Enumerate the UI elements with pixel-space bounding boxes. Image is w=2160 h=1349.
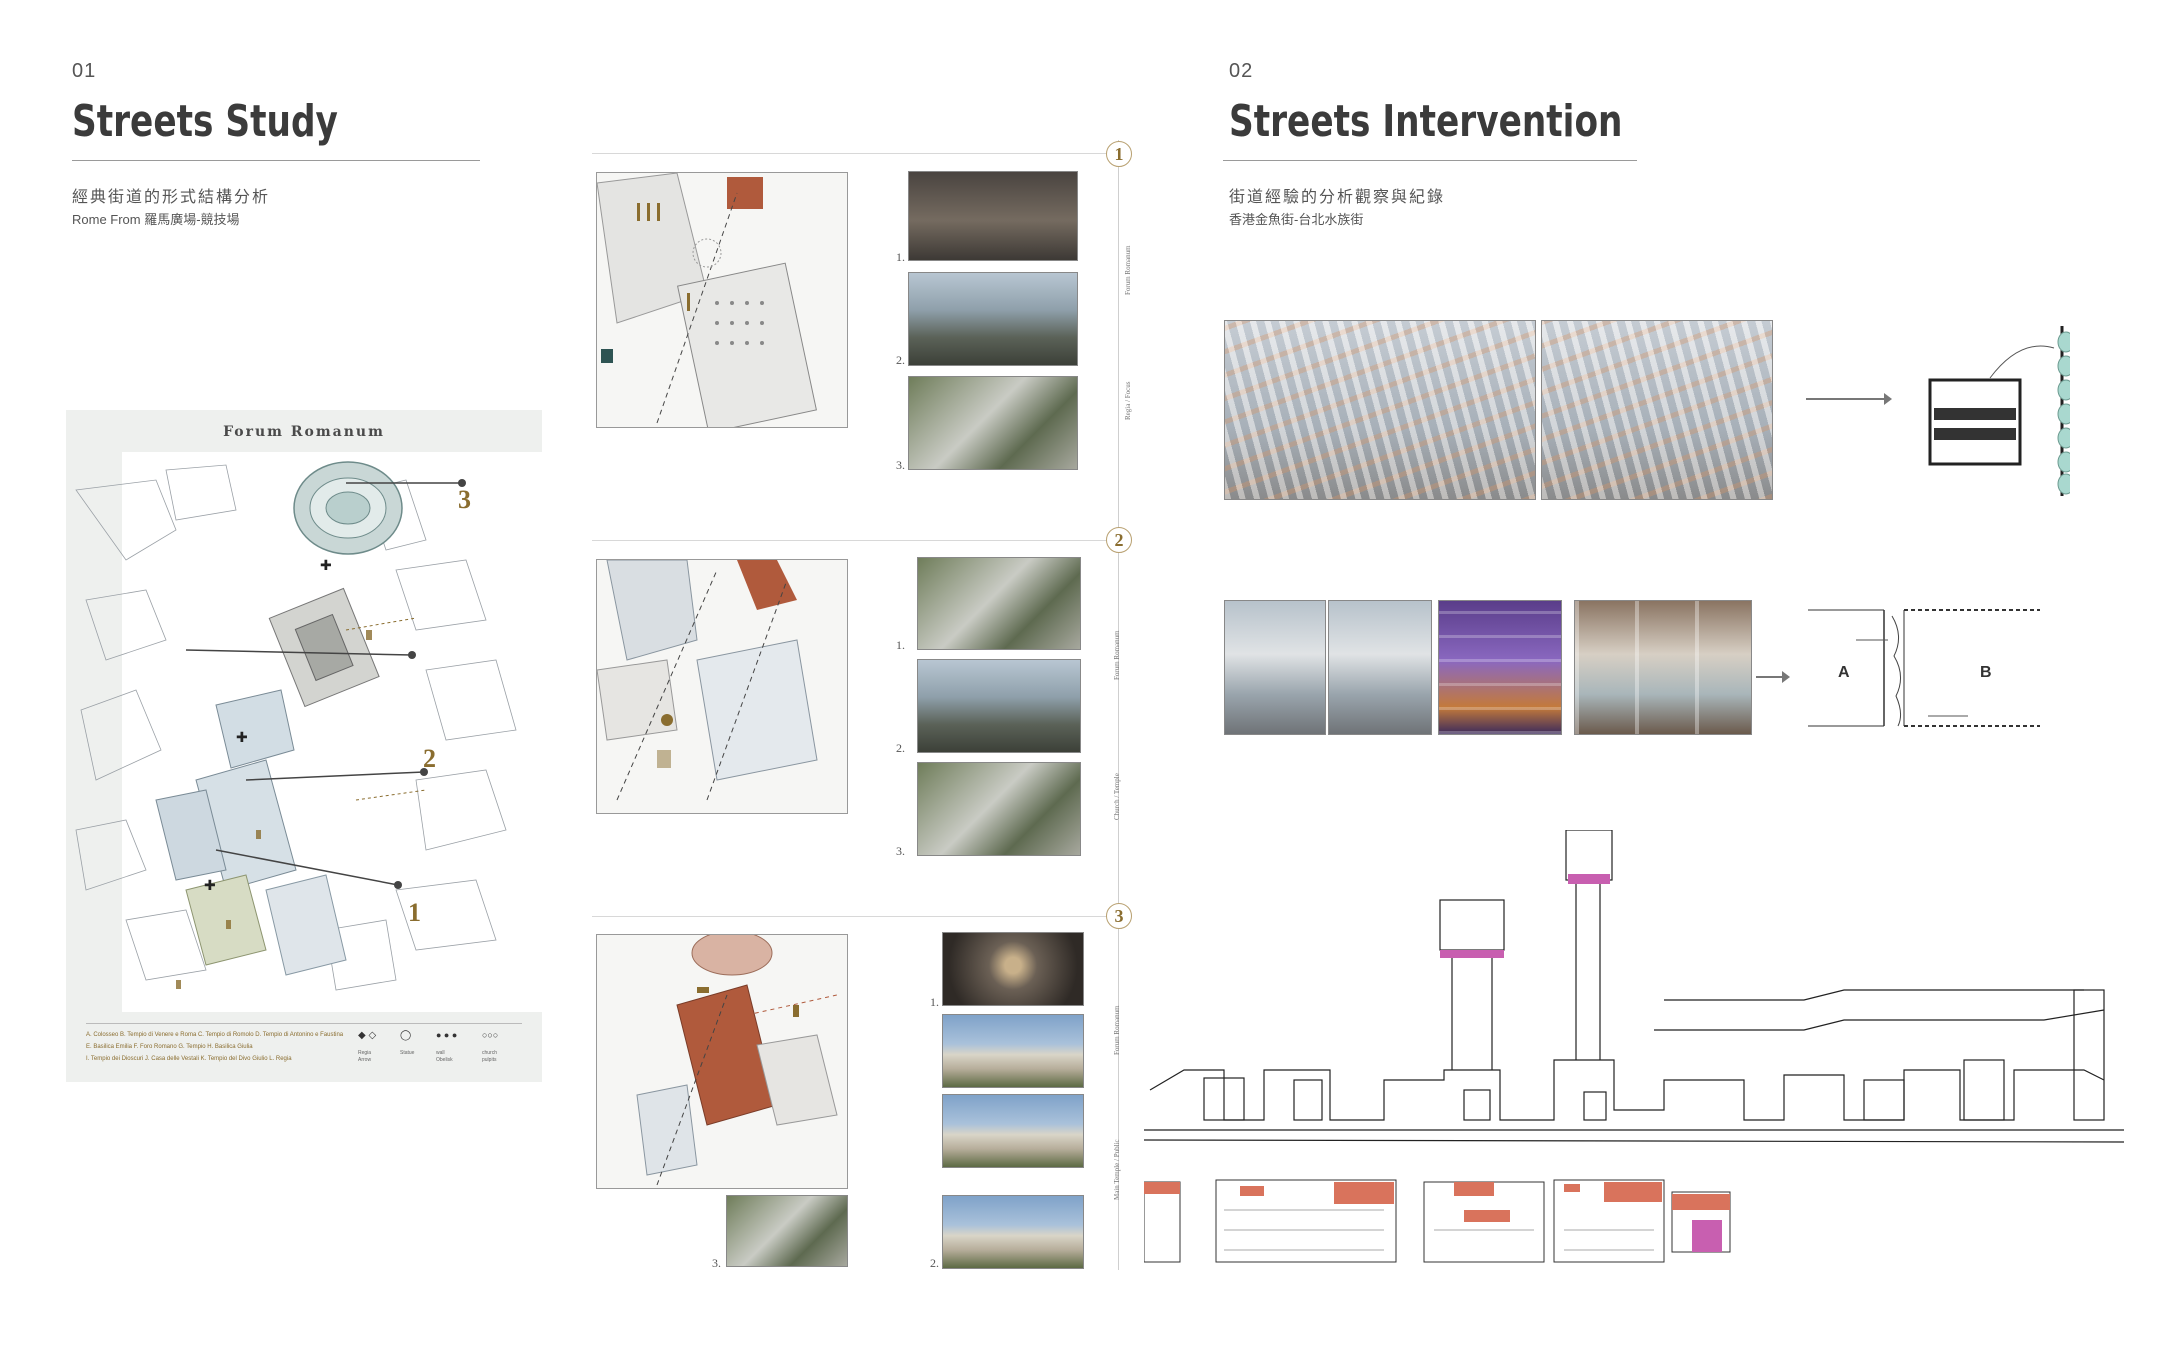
legend-key-wall: wall [436, 1050, 445, 1056]
section-2-photo-1 [917, 557, 1081, 650]
section-marker-2: 2 [1106, 527, 1132, 553]
side-label-1b: Regia / Focus [1124, 381, 1132, 421]
diagram-label-b: B [1980, 664, 1992, 681]
section-rule-3 [592, 916, 1112, 917]
subtitle-en-left: Rome From 羅馬廣場-競技場 [72, 212, 240, 227]
forum-romanum-map: Forum Romanum [66, 410, 542, 1082]
section-3-plan [596, 934, 848, 1189]
side-label-3a: Forum Romanum [1113, 1005, 1121, 1055]
legend-key-pulpits: pulpits [482, 1057, 497, 1063]
subtitle-zh-left: 經典街道的形式結構分析 [72, 189, 271, 206]
legend-key-regia: Regia [358, 1050, 372, 1056]
section-2-photo-3 [917, 762, 1081, 856]
section-2-caption-1: 1. [896, 638, 905, 652]
section-1-photo-2 [908, 272, 1078, 366]
legend-line-2: E. Basilica Emilia F. Foro Romano G. Tem… [86, 1044, 253, 1050]
side-label-3b: Main Temple / Public [1113, 1139, 1121, 1200]
circle-key-icon: ◯ [400, 1030, 412, 1041]
section-2-photo-2 [917, 659, 1081, 753]
section-3-caption-4: 2. [930, 1256, 939, 1270]
legend-key-arrow: Arrow [358, 1057, 372, 1063]
arrow-head-icon-row-2 [1782, 671, 1790, 683]
section-number-right: 02 [1229, 60, 1254, 82]
diamond-key-icon: ◆ ◇ [358, 1030, 377, 1041]
map-marker-2: 2 [423, 744, 436, 773]
legend-key-statue: Statue [400, 1050, 415, 1056]
forum-map-drawing: ✚ ✚ ✚ [66, 450, 542, 1020]
section-2-plan-drawing [597, 560, 818, 801]
section-3-plan-drawing [636, 935, 838, 1186]
column-divider [1118, 140, 1119, 1270]
section-3-caption-5: 3. [712, 1256, 721, 1270]
section-1-caption-2: 2. [896, 353, 905, 367]
aquarium-shop-photo-2 [1328, 600, 1432, 735]
section-1-plan-drawing [597, 173, 817, 427]
side-label-2a: Forum Romanum [1113, 630, 1121, 680]
section-1-plan [596, 172, 848, 428]
goldfish-street-photo-2 [1541, 320, 1773, 500]
section-number-left: 01 [72, 60, 97, 82]
section-3-caption-1: 1. [930, 995, 939, 1009]
section-marker-3: 3 [1106, 903, 1132, 929]
map-title: Forum Romanum [223, 424, 385, 440]
section-3-photo-2 [942, 1014, 1084, 1088]
page-title-right: Streets Intervention [1229, 96, 1623, 147]
diagram-label-a: A [1838, 664, 1850, 681]
arrow-icon-row-1 [1806, 398, 1890, 400]
section-1-caption-3: 3. [896, 458, 905, 472]
section-2-plan [596, 559, 848, 814]
ab-space-diagram [1808, 609, 2040, 727]
side-label-2b: Church / Temple [1113, 773, 1121, 820]
section-1-photo-1 [908, 171, 1078, 261]
map-marker-1: 1 [408, 898, 421, 927]
svg-text:✚: ✚ [236, 730, 248, 746]
section-2-caption-2: 2. [896, 741, 905, 755]
section-3-photo-3 [942, 1094, 1084, 1168]
title-rule-left [72, 160, 480, 161]
legend-key-obelisk: Obelisk [436, 1057, 453, 1063]
map-marker-3: 3 [458, 485, 471, 514]
street-elevation-sketch [1144, 830, 2124, 1263]
title-rule-right [1223, 160, 1637, 161]
legend-key-church: church [482, 1050, 498, 1056]
section-2-caption-3: 3. [896, 844, 905, 858]
section-rule-2 [592, 540, 1112, 541]
section-rule-1 [592, 153, 1112, 154]
arrow-head-icon-row-1 [1884, 393, 1892, 405]
bag-shelf-diagram [1928, 326, 2070, 496]
goldfish-street-photo-1 [1224, 320, 1536, 500]
section-1-caption-1: 1. [896, 250, 905, 264]
legend-line-1: A. Colosseo B. Tempio di Venere e Roma C… [86, 1032, 344, 1038]
svg-text:✚: ✚ [204, 878, 216, 894]
section-3-photo-4 [942, 1195, 1084, 1269]
subtitle-en-right: 香港金魚街-台北水族街 [1229, 212, 1364, 227]
arrow-icon-row-2 [1756, 676, 1784, 678]
legend-line-3: I. Tempio dei Dioscuri J. Casa delle Ves… [86, 1056, 292, 1062]
section-1-photo-3 [908, 376, 1078, 470]
subtitle-zh-right: 街道經驗的分析觀察與紀錄 [1229, 189, 1446, 206]
legend-rule [86, 1023, 522, 1024]
page-title-left: Streets Study [72, 96, 338, 147]
section-marker-1: 1 [1106, 141, 1132, 167]
svg-text:✚: ✚ [320, 558, 332, 574]
dots-key-icon: ● ● ● [436, 1030, 458, 1040]
rings-key-icon: ○○○ [482, 1030, 499, 1040]
section-3-photo-5 [726, 1195, 848, 1267]
aquarium-shop-photo-4 [1574, 600, 1752, 735]
section-3-photo-1 [942, 932, 1084, 1006]
aquarium-shop-photo-3 [1438, 600, 1562, 735]
side-label-1a: Forum Romanum [1124, 245, 1132, 295]
legend-keys: ◆ ◇ ◯ ● ● ● ○○○ Regia Arrow Statue wall … [358, 1030, 528, 1070]
aquarium-shop-photo-1 [1224, 600, 1326, 735]
